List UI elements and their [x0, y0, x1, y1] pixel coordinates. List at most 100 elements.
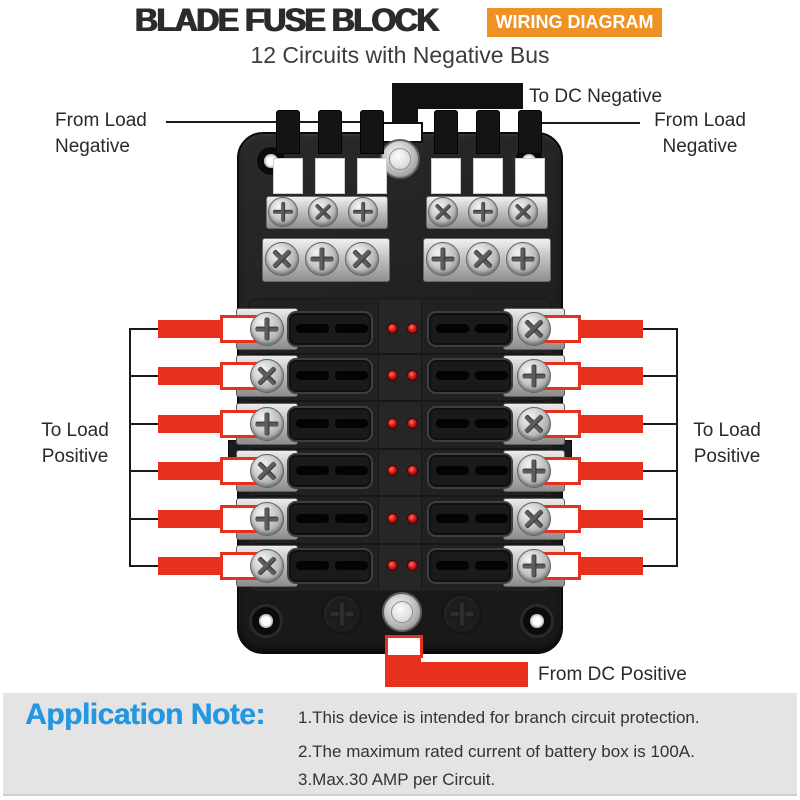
terminal-window: [515, 158, 545, 194]
wire-branch-line: [643, 375, 678, 377]
load-wire: [158, 510, 222, 528]
fuse-slit: [436, 371, 469, 380]
fuse-slot: [287, 358, 373, 394]
blade-terminal: [434, 110, 458, 154]
fuse-slot: [287, 548, 373, 584]
label-to-load-positive-left: To Load Positive: [22, 418, 128, 470]
indicator-led: [387, 370, 398, 381]
mounting-hole: [520, 604, 554, 638]
fuse-slot: [427, 406, 513, 442]
load-wire: [579, 367, 643, 385]
load-wire: [579, 557, 643, 575]
fuse-slit: [335, 561, 368, 570]
application-note-band: [3, 693, 797, 796]
circuit-screw: [250, 454, 284, 488]
fuse-slit: [475, 419, 508, 428]
fuse-slit: [475, 324, 508, 333]
fuse-slot: [287, 311, 373, 347]
fuse-slit: [335, 419, 368, 428]
indicator-led: [387, 323, 398, 334]
fuse-slit: [436, 419, 469, 428]
label-to-dc-negative: To DC Negative: [529, 86, 663, 107]
label-line: Negative: [55, 136, 130, 157]
load-wire: [158, 367, 222, 385]
page-title: BLADE FUSE BLOCK: [135, 2, 440, 38]
label-line: To Load: [41, 420, 109, 441]
row-separator: [252, 400, 548, 402]
fuse-slit: [475, 514, 508, 523]
row-separator: [252, 543, 548, 545]
fuse-slit: [335, 324, 368, 333]
fuse-slit: [475, 371, 508, 380]
circuit-screw: [250, 502, 284, 536]
bus-screw: [305, 242, 339, 276]
plus-emboss: [322, 594, 362, 634]
bus-screw: [426, 242, 460, 276]
fuse-slit: [296, 561, 329, 570]
blade-terminal: [518, 110, 542, 154]
bus-screw: [345, 242, 379, 276]
bus-screw: [508, 197, 538, 227]
blade-terminal: [318, 110, 342, 154]
bus-screw: [348, 197, 378, 227]
fuse-slit: [436, 514, 469, 523]
leader-line-from-load-right: [518, 122, 640, 124]
label-from-dc-positive: From DC Positive: [538, 664, 687, 685]
fuse-slit: [436, 466, 469, 475]
indicator-led: [387, 465, 398, 476]
circuit-screw: [517, 407, 551, 441]
wire-branch-line: [643, 565, 678, 567]
label-from-load-negative-right: From Load Negative: [636, 108, 764, 160]
blade-terminal: [276, 110, 300, 154]
bus-screw: [468, 197, 498, 227]
label-from-load-negative-left: From Load Negative: [55, 108, 147, 160]
application-note-heading: Application Note:: [25, 698, 265, 731]
wire-branch-line: [129, 375, 158, 377]
indicator-led: [407, 370, 418, 381]
bus-screw: [265, 242, 299, 276]
positive-wire: [385, 662, 528, 687]
fuse-slit: [475, 561, 508, 570]
indicator-led: [387, 513, 398, 524]
fuse-slit: [296, 419, 329, 428]
leader-bus-line-right: [676, 329, 678, 567]
fuse-slot: [287, 453, 373, 489]
bus-screw: [428, 197, 458, 227]
bus-screw: [268, 197, 298, 227]
bus-screw: [506, 242, 540, 276]
fuse-slit: [335, 514, 368, 523]
fuse-slit: [296, 514, 329, 523]
wire-branch-line: [129, 565, 158, 567]
fuse-slit: [335, 371, 368, 380]
wire-branch-line: [129, 423, 158, 425]
load-wire: [579, 320, 643, 338]
label-line: Positive: [693, 446, 761, 467]
indicator-led: [407, 513, 418, 524]
plus-emboss: [442, 594, 482, 634]
fuse-slit: [296, 324, 329, 333]
fuse-slit: [475, 466, 508, 475]
circuit-screw: [517, 359, 551, 393]
wire-branch-line: [643, 518, 678, 520]
fuse-slit: [436, 561, 469, 570]
bus-screw: [466, 242, 500, 276]
circuit-screw: [250, 312, 284, 346]
wire-branch-line: [643, 328, 678, 330]
row-separator: [252, 495, 548, 497]
indicator-led: [387, 560, 398, 571]
circuit-screw: [517, 549, 551, 583]
label-line: From Load: [55, 110, 147, 131]
blade-terminal: [476, 110, 500, 154]
leader-bus-line-left: [129, 329, 131, 567]
indicator-led: [387, 418, 398, 429]
positive-feed-stud-nut: [391, 601, 413, 623]
wire-branch-line: [643, 423, 678, 425]
load-wire: [579, 510, 643, 528]
wire-branch-line: [129, 470, 158, 472]
wire-branch-line: [643, 470, 678, 472]
fuse-slot: [427, 501, 513, 537]
bus-screw: [308, 197, 338, 227]
load-wire: [158, 557, 222, 575]
label-line: Positive: [41, 446, 109, 467]
circuit-screw: [250, 549, 284, 583]
